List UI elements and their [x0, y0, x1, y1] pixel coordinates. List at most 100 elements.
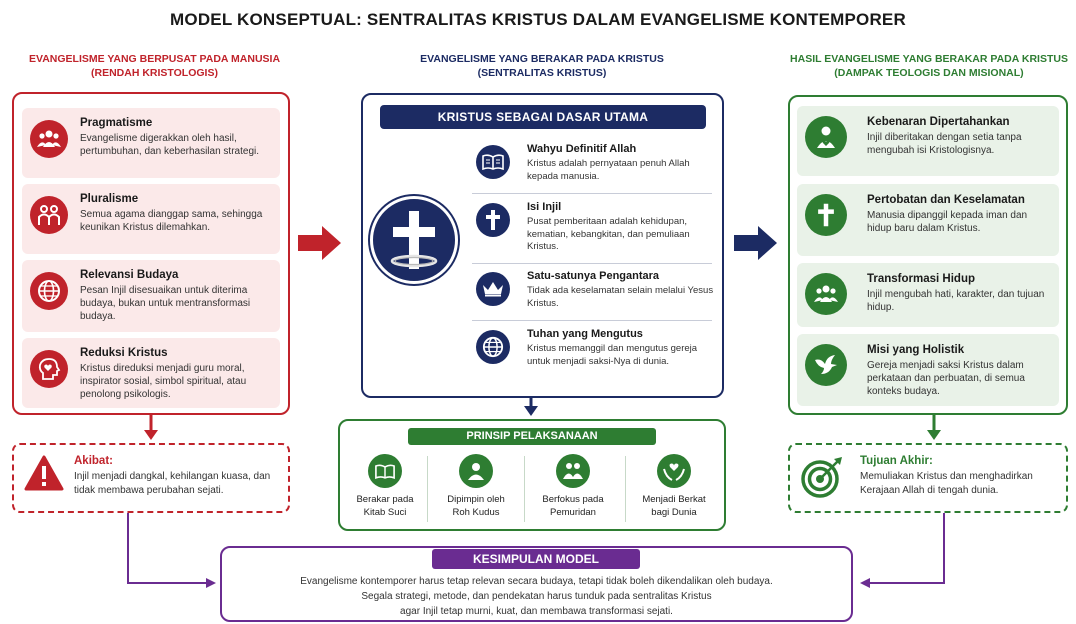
tujuan-box: Tujuan Akhir: Memuliakan Kristus dan men… — [788, 443, 1068, 513]
left-card-text: Pesan Injil disesuaikan untuk diterima b… — [80, 285, 251, 322]
arrow-down-right — [927, 430, 941, 440]
right-card-text: Gereja menjadi saksi Kristus dalam perka… — [867, 360, 1025, 397]
arrow-center-to-right — [734, 226, 777, 260]
right-card-text: Injil diberitakan dengan setia tanpa men… — [867, 132, 1022, 156]
left-card-pragmatisme: Pragmatisme Evangelisme digerakkan oleh … — [22, 108, 280, 178]
principle-blessing: Menjadi Berkat bagi Dunia — [628, 454, 720, 519]
person-icon — [459, 454, 493, 488]
arrow-down-center — [524, 406, 538, 416]
globe-icon — [30, 272, 68, 310]
left-heading-line1: EVANGELISME YANG BERPUSAT PADA MANUSIA — [28, 53, 281, 65]
conclusion-line1: Evangelisme kontemporer harus tetap rele… — [300, 576, 773, 587]
center-column-heading: EVANGELISME YANG BERAKAR PADA KRISTUS (S… — [372, 52, 712, 80]
hands-heart-icon — [657, 454, 691, 488]
right-card-title: Pertobatan dan Keselamatan — [867, 194, 1025, 206]
connector-right-to-conclusion — [868, 513, 945, 584]
principle-discipleship: Berfokus pada Pemuridan — [527, 454, 619, 519]
cross-icon — [476, 203, 510, 237]
center-heading-line2: (SENTRALITAS KRISTUS) — [477, 67, 607, 79]
right-card-kebenaran: Kebenaran Dipertahankan Injil diberitaka… — [797, 106, 1059, 176]
right-card-text: Manusia dipanggil kepada iman dan hidup … — [867, 210, 1028, 234]
right-heading-line2: (DAMPAK TEOLOGIS DAN MISIONAL) — [834, 67, 1024, 79]
principle-label-line1: Dipimpin oleh — [447, 494, 505, 505]
center-item-title: Wahyu Definitif Allah — [527, 143, 637, 155]
book-icon — [476, 145, 510, 179]
conclusion-line2: Segala strategi, metode, dan pendekatan … — [361, 591, 712, 602]
conclusion-banner: KESIMPULAN MODEL — [432, 549, 640, 569]
principle-label: Menjadi Berkat bagi Dunia — [628, 494, 720, 519]
tujuan-title: Tujuan Akhir: — [860, 455, 933, 467]
book-icon — [368, 454, 402, 488]
principle-label-line2: bagi Dunia — [651, 506, 697, 518]
divider — [472, 193, 712, 194]
right-card-text: Injil mengubah hati, karakter, dan tujua… — [867, 289, 1045, 313]
akibat-box: Akibat: Injil menjadi dangkal, kehilanga… — [12, 443, 290, 513]
principle-label: Berfokus pada Pemuridan — [527, 494, 619, 519]
principle-label-line2: Kitab Suci — [363, 506, 407, 518]
left-card-title: Reduksi Kristus — [80, 347, 168, 359]
globe-icon — [476, 330, 510, 364]
divider — [472, 263, 712, 264]
divider — [427, 456, 428, 522]
left-column-heading: EVANGELISME YANG BERPUSAT PADA MANUSIA (… — [12, 52, 297, 80]
right-column-heading: HASIL EVANGELISME YANG BERAKAR PADA KRIS… — [782, 52, 1076, 80]
center-item-pengantara: Satu-satunya Pengantara Tidak ada kesela… — [472, 270, 713, 320]
divider — [625, 456, 626, 522]
disciples-icon — [556, 454, 590, 488]
center-item-title: Isi Injil — [527, 201, 562, 213]
arrow-left-to-center — [298, 226, 341, 260]
center-item-title: Tuhan yang Mengutus — [527, 328, 643, 340]
right-card-title: Misi yang Holistik — [867, 344, 965, 356]
warning-icon — [24, 455, 64, 491]
dove-icon — [805, 344, 847, 386]
left-card-relevansi-budaya: Relevansi Budaya Pesan Injil disesuaikan… — [22, 260, 280, 332]
principle-label: Berakar pada Kitab Suci — [339, 494, 431, 519]
principle-label-line2: Pemuridan — [550, 506, 596, 518]
divider — [472, 320, 712, 321]
left-heading-line2: (RENDAH KRISTOLOGIS) — [91, 67, 218, 79]
right-card-pertobatan: Pertobatan dan Keselamatan Manusia dipan… — [797, 184, 1059, 256]
conclusion-line3: agar Injil tetap murni, kuat, dan membaw… — [400, 606, 673, 617]
conclusion-text: Evangelisme kontemporer harus tetap rele… — [224, 574, 849, 619]
center-item-mengutus: Tuhan yang Mengutus Kristus memanggil da… — [472, 328, 712, 388]
center-item-text: Kristus memanggil dan mengutus gereja un… — [527, 343, 698, 367]
principle-label-line1: Menjadi Berkat — [642, 494, 706, 505]
akibat-text: Injil menjadi dangkal, kehilangan kuasa,… — [74, 471, 271, 496]
group-icon — [805, 273, 847, 315]
people-icon — [30, 196, 68, 234]
right-heading-line1: HASIL EVANGELISME YANG BERAKAR PADA KRIS… — [790, 53, 1068, 65]
principle-label-line2: Roh Kudus — [452, 506, 500, 518]
target-icon — [801, 457, 842, 498]
crown-icon — [476, 272, 510, 306]
person-heart-icon — [805, 116, 847, 158]
right-card-title: Transformasi Hidup — [867, 273, 975, 285]
center-item-wahyu: Wahyu Definitif Allah Kristus adalah per… — [472, 143, 712, 193]
left-card-text: Semua agama dianggap sama, sehingga keun… — [80, 209, 263, 233]
center-item-title: Satu-satunya Pengantara — [527, 270, 660, 282]
center-banner: KRISTUS SEBAGAI DASAR UTAMA — [380, 105, 706, 129]
left-card-reduksi-kristus: Reduksi Kristus Kristus direduksi menjad… — [22, 338, 280, 408]
cross-icon — [805, 194, 847, 236]
principles-banner: PRINSIP PELAKSANAAN — [408, 428, 656, 445]
principle-label-line1: Berfokus pada — [542, 494, 604, 505]
center-item-text: Pusat pemberitaan adalah kehidupan, kema… — [527, 216, 690, 252]
principle-scripture: Berakar pada Kitab Suci — [339, 454, 431, 519]
arrow-down-left — [144, 430, 158, 440]
left-card-text: Kristus direduksi menjadi guru moral, in… — [80, 363, 247, 400]
cross-crown-emblem — [370, 196, 458, 284]
left-card-text: Evangelisme digerakkan oleh hasil, pertu… — [80, 133, 260, 157]
connector-left-to-conclusion — [127, 513, 208, 584]
akibat-title: Akibat: — [74, 455, 113, 467]
left-card-title: Pluralisme — [80, 193, 139, 205]
left-card-title: Relevansi Budaya — [80, 269, 179, 281]
tujuan-text: Memuliakan Kristus dan menghadirkan Kera… — [860, 471, 1033, 496]
head-heart-icon — [30, 350, 68, 388]
left-card-title: Pragmatisme — [80, 117, 153, 129]
principle-label-line1: Berakar pada — [356, 494, 414, 505]
left-panel: Pragmatisme Evangelisme digerakkan oleh … — [12, 92, 290, 415]
group-icon — [30, 120, 68, 158]
right-card-misi: Misi yang Holistik Gereja menjadi saksi … — [797, 334, 1059, 406]
right-card-transformasi: Transformasi Hidup Injil mengubah hati, … — [797, 263, 1059, 327]
right-card-title: Kebenaran Dipertahankan — [867, 116, 1010, 128]
